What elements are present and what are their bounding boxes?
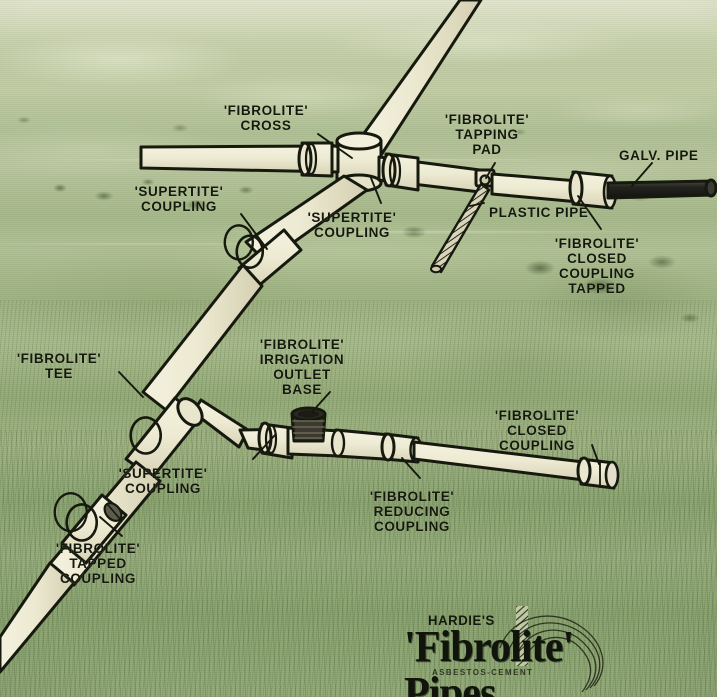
- trunk-segment-exit: [0, 561, 76, 674]
- plastic-pipe-run: [430, 182, 491, 274]
- supertite-coupling-right-arm: [381, 152, 420, 192]
- logo-decoration: [499, 606, 604, 692]
- leader-lines: [99, 133, 653, 537]
- brand-logo: HARDIE'S 'Fibrolite' Pipes ASBESTOS-CEME…: [404, 606, 684, 697]
- leader-irrigation-outlet: [311, 391, 331, 413]
- label-fibrolite-tee: 'FIBROLITE' TEE: [16, 351, 102, 381]
- leader-closed-coupling-tapped: [577, 195, 602, 230]
- label-fibrolite-closed-coupling: 'FIBROLITE' CLOSED COUPLING: [494, 408, 580, 453]
- leader-cross: [317, 133, 353, 159]
- cross-left-arm: [139, 144, 340, 174]
- label-galv-pipe: GALV. PIPE: [619, 148, 699, 163]
- logo-asbestos-text: ASBESTOS-CEMENT: [432, 668, 534, 677]
- supertite-coupling-left-arm: [297, 141, 334, 178]
- cross-fitting: [335, 131, 383, 193]
- leader-supertite-upper: [240, 213, 268, 250]
- label-fibrolite-cross: 'FIBROLITE' CROSS: [223, 103, 309, 133]
- galvanised-pipe: [606, 178, 717, 200]
- label-fibrolite-closed-coupling-tapped: 'FIBROLITE' CLOSED COUPLING TAPPED: [554, 236, 640, 296]
- label-supertite-coupling-lower: 'SUPERTITE' COUPLING: [118, 466, 208, 496]
- irrigation-outlet-riser: [290, 406, 327, 443]
- label-fibrolite-reducing-coupling: 'FIBROLITE' REDUCING COUPLING: [369, 489, 455, 534]
- tapped-coupling-fitting: [53, 492, 128, 565]
- leader-tapped-coupling: [99, 516, 123, 537]
- logo-hardies-text: HARDIE'S: [428, 612, 495, 628]
- label-supertite-coupling-cross: 'SUPERTITE' COUPLING: [307, 210, 397, 240]
- logo-fibrolite-text: 'Fibrolite' Pipes: [404, 622, 574, 697]
- leader-tee: [118, 371, 144, 398]
- leader-supertite-lower: [252, 434, 276, 460]
- closed-coupling-cap: [576, 456, 620, 490]
- leader-plastic-pipe: [469, 202, 485, 207]
- label-fibrolite-tapped-coupling: 'FIBROLITE' TAPPED COUPLING: [55, 541, 141, 586]
- leader-supertite-cross: [370, 177, 382, 204]
- leader-reducing-coupling: [401, 457, 421, 479]
- label-fibrolite-tapping-pad: 'FIBROLITE' TAPPING PAD: [444, 112, 530, 157]
- leader-tapping-pad: [485, 162, 496, 179]
- label-fibrolite-irrigation-outlet-base: 'FIBROLITE' IRRIGATION OUTLET BASE: [259, 337, 345, 397]
- leader-galv-pipe: [631, 162, 653, 187]
- leader-closed-coupling: [591, 444, 600, 465]
- label-supertite-coupling-upper: 'SUPERTITE' COUPLING: [134, 184, 224, 214]
- label-plastic-pipe: PLASTIC PIPE: [489, 205, 589, 220]
